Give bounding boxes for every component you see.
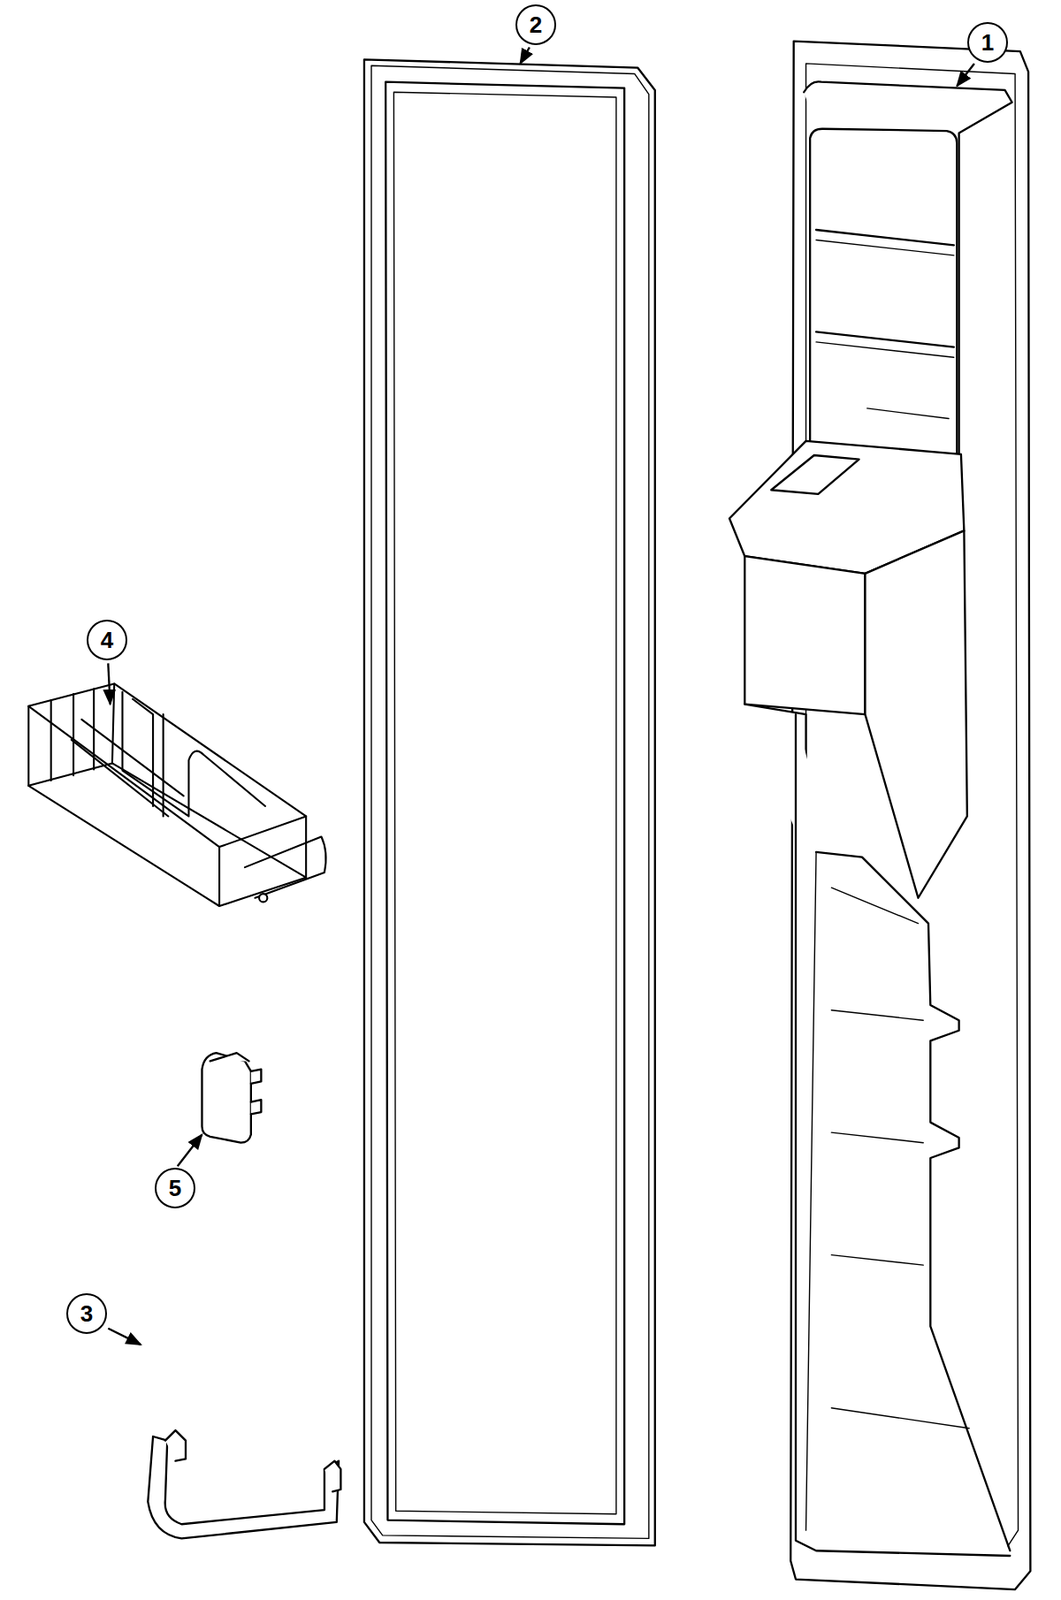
door-bin xyxy=(147,1430,341,1539)
callout-number: 5 xyxy=(154,1167,196,1209)
callout-number: 1 xyxy=(967,22,1008,63)
door-gasket xyxy=(364,59,656,1546)
callout-number: 2 xyxy=(515,4,557,46)
door-liner xyxy=(729,41,1031,1591)
door-clip xyxy=(201,1053,261,1144)
leader-lines xyxy=(107,46,975,1345)
callout-number: 4 xyxy=(86,619,128,661)
wire-basket xyxy=(28,683,326,907)
callout-number: 3 xyxy=(66,1293,107,1335)
